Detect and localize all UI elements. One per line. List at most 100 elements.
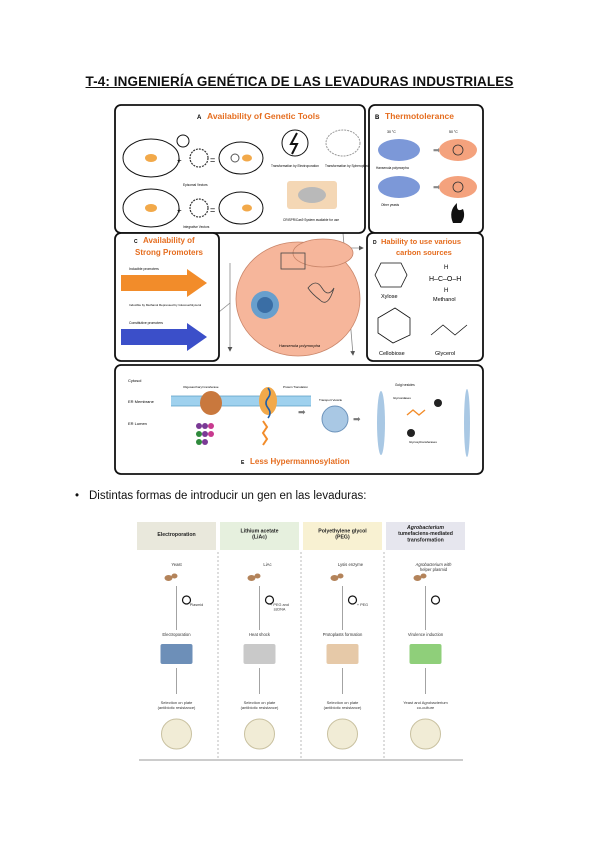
svg-text:=: = [210,205,215,215]
spheroplast-label: Transformation by Spheroplasts [325,164,370,168]
svg-text:H: H [444,288,448,294]
plasmid-icon [264,595,275,605]
glycosyltransferases-label: Glycosyltransferases [409,440,437,444]
other-yeasts-label: Other yeasts [381,203,399,207]
svg-text:➡: ➡ [433,145,441,155]
panel-d-title1: Hability to use various [381,237,461,246]
panel-d: D Hability to use various carbon sources… [366,232,484,362]
bullet-symbol: • [75,490,80,502]
er-membrane-label: ER Membrane [128,399,155,404]
svg-text:H: H [444,265,448,271]
center-label: Hansenula polymorpha [279,343,321,348]
device-icon [243,644,276,664]
yeast-cell-icon [171,573,178,579]
glycosidases-label: Glycosidases [393,396,411,400]
svg-text:+: + [177,206,182,215]
er-lumen-label: ER Lumen [128,421,147,426]
translation-label: Protein Translation [283,385,308,389]
panel-c: C Availability of Strong Promoters Induc… [114,232,220,362]
step3-label: Heat shock [249,632,271,637]
step3-label: Virulence induction [408,632,444,637]
plasmid-icon [347,595,358,605]
center-cell: Hansenula polymorpha [235,238,361,357]
panel-b: B Thermotolerance 30 °C 50 °C ➡ Hansenul… [368,104,484,234]
step4-label: Selection on plate(antibiotic resistance… [241,700,279,710]
panel-e: Cytosol ER Membrane ER Lumen Oligosaccha… [114,364,484,475]
page-title: T-4: INGENIERÍA GENÉTICA DE LAS LEVADURA… [85,74,514,89]
svg-text:➡: ➡ [298,407,306,417]
step3-label: Electroporation [162,632,191,637]
panel-c-letter: C [134,239,138,245]
svg-text:➡: ➡ [433,182,441,192]
panel-a: A Availability of Genetic Tools + = Epis… [114,104,370,234]
crispr-label: CRISPR/Cas9 System available for use [283,218,339,222]
plasmid-icon [181,595,192,605]
panel-d-title2: carbon sources [396,248,452,257]
panel-c-title1: Availability of [143,236,195,245]
methanol-label: Methanol [433,297,456,303]
svg-text:=: = [210,155,215,165]
xylose-label: Xylose [381,294,398,300]
ost-label: Oligosaccharyl transferase [183,385,219,389]
episomal-label: Episomal Vectors [183,183,208,187]
step2-label: Plasmid [190,603,204,607]
yeast-cell-icon [330,575,339,581]
column-header-bg [137,522,216,550]
temp-50: 50 °C [449,130,458,134]
golgi-label: Golgi vesicles [395,383,415,387]
column-header: Lithium acetate(LiAc) [240,529,278,541]
panel-d-letter: D [373,240,377,246]
step1-label: Lysis enzyme [338,562,364,567]
transformation-methods-figure: ElectroporationYeastPlasmidElectroporati… [137,522,465,761]
panel-e-letter: E [241,460,245,466]
column-header: Polyethylene glycol(PEG) [318,529,367,541]
plasmid-icon [430,595,441,605]
panel-a-letter: A [197,115,202,121]
yeast-cell-icon [247,575,256,581]
svg-text:+: + [177,156,182,165]
step4-label: Selection on plate(antibiotic resistance… [158,700,196,710]
yeast-cell-icon [254,573,261,579]
panel-e-title: Less Hypermannosylation [250,457,350,466]
device-icon [160,644,193,664]
inducible-label: Inducible promoters [129,267,159,271]
petri-dish-icon [410,718,441,750]
vesicle-label: Transport Vesicle [319,398,342,402]
step4-label: Selection on plate(antibiotic resistance… [324,700,362,710]
yeast-cell-icon [337,573,344,579]
step2-label: + PEG [357,603,368,607]
petri-dish-icon [327,718,358,750]
panel-c-title2: Strong Promoters [135,248,204,257]
cellobiose-label: Cellobiose [379,351,405,357]
cytosol-label: Cytosol [128,378,141,383]
panel-a-title: Availability of Genetic Tools [207,111,320,121]
yeast-cell-icon [420,573,427,579]
step1-label: Yeast [171,562,182,567]
hansenula-label: Hansenula polymorpha [376,166,409,170]
integrative-label: Integrative Vectors [183,225,210,229]
column-header: Electroporation [157,532,195,538]
temp-30: 30 °C [387,130,396,134]
device-icon [326,644,359,664]
yeast-cell-icon [164,575,173,581]
methanol-induced-label: Inducible by Methanol Repressed by Gluco… [129,303,202,307]
step1-label: LiAc [263,562,271,567]
svg-text:H–C–O–H: H–C–O–H [429,276,461,283]
petri-dish-icon [244,718,275,750]
bullet-text: Distintas formas de introducir un gen en… [89,490,367,502]
glycerol-label: Glycerol [435,351,455,357]
column-header-bg [303,522,382,550]
device-icon [409,644,442,664]
yeast-engineering-figure: A Availability of Genetic Tools + = Epis… [114,104,484,475]
column-header-bg [386,522,465,550]
electroporation-label: Transformation by Electroporation [271,164,319,168]
yeast-cell-icon [413,575,422,581]
column-header-bg [220,522,299,550]
constitutive-label: Constitutive promoters [129,321,163,325]
svg-text:➡: ➡ [353,414,361,424]
step3-label: Protoplasts formation [323,632,363,637]
